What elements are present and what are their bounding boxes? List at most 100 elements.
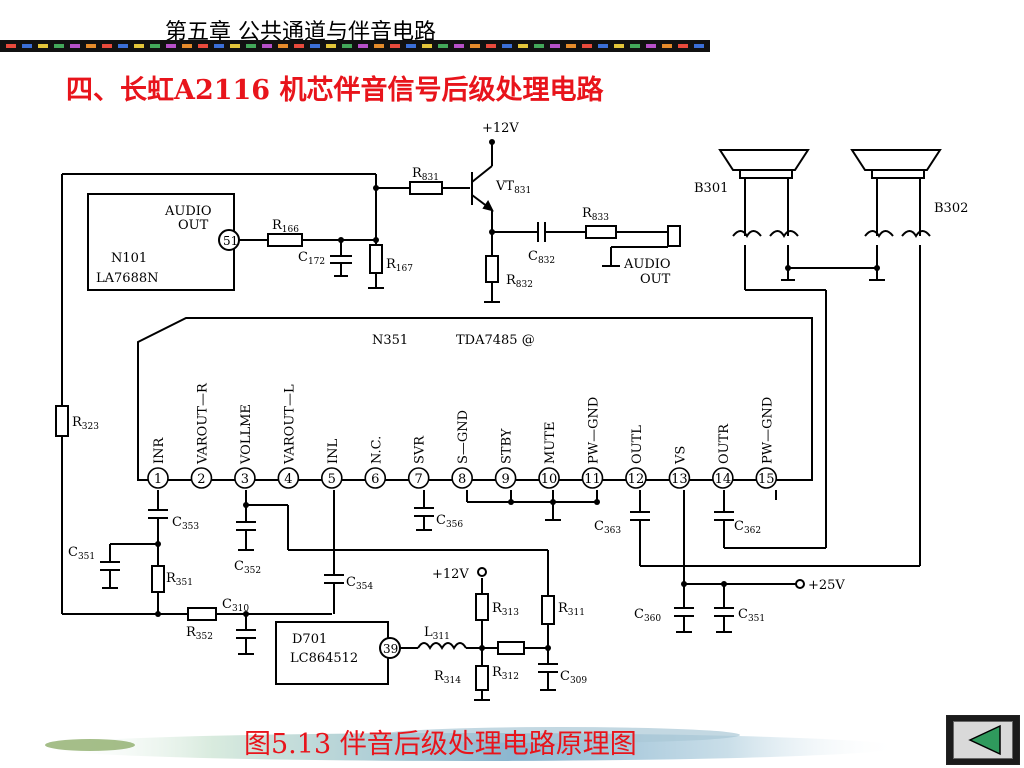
vt831-label: VT831	[495, 179, 531, 196]
component-label-r313: R313	[492, 601, 519, 618]
component-label-c360: C360	[634, 607, 661, 624]
n351-pin-name: OUTR	[717, 423, 732, 464]
n351-pin-2	[190, 467, 213, 489]
n351-pin-name: STBY	[500, 428, 515, 464]
n351-pin-number: 5	[328, 472, 336, 487]
n351-pin-name: VAROUT—L	[282, 384, 297, 465]
component-label-c310: C310	[222, 597, 249, 614]
back-button[interactable]	[946, 715, 1020, 765]
n101-pin-number: 51	[223, 234, 238, 248]
n351-pin-number: 1	[154, 472, 162, 487]
footer-decoration	[40, 727, 900, 761]
supply-right-label: +25V	[808, 578, 845, 593]
component-label-c363: C363	[594, 519, 621, 536]
n351-pin-6	[364, 467, 387, 489]
component-label-c832: C832	[528, 249, 555, 266]
component-label-r832: R832	[506, 273, 533, 290]
component-label-r351: R351	[166, 571, 193, 588]
n351-pin-name: INR	[152, 436, 167, 464]
audio-out-label2: OUT	[640, 272, 671, 287]
n351-pin-7	[407, 467, 430, 489]
n351-pin-number: 12	[628, 472, 645, 487]
n351-pin-number: 11	[584, 472, 601, 487]
n351-pin-number: 6	[371, 472, 379, 487]
n351-pin-name: S—GND	[456, 410, 471, 464]
n351-pin-1	[147, 467, 169, 489]
component-label-c362: C362	[734, 519, 761, 536]
component-label-l311: L311	[424, 625, 450, 642]
n351-pin-12	[625, 467, 647, 489]
component-label-c351a: C351	[68, 545, 95, 562]
component-label-c352: C352	[234, 559, 261, 576]
n351-pin-number: 4	[284, 472, 292, 487]
component-label-r311: R311	[558, 601, 585, 618]
component-label-r831: R831	[412, 166, 439, 183]
n351-pin-4	[277, 467, 300, 489]
n351-pin-name: VS	[673, 446, 688, 465]
n351-pin-name: VOLLME	[239, 404, 254, 465]
component-label-c353: C353	[172, 515, 199, 532]
n351-pin-10	[538, 467, 560, 489]
figure-caption: 图5.13 伴音后级处理电路原理图	[244, 729, 637, 760]
component-label-c309: C309	[560, 669, 587, 686]
n101-label-out: OUT	[178, 218, 209, 233]
d701-pin-number: 39	[383, 642, 398, 656]
n351-pin-name: PW—GND	[587, 397, 602, 464]
n351-pin-number: 2	[197, 472, 205, 487]
component-label-r314: R314	[434, 669, 461, 686]
n351-chip	[137, 317, 813, 481]
n351-pin-name: PW—GND	[760, 397, 775, 464]
component-label-c351b: C351	[738, 607, 765, 624]
page-title: 四、长虹A2116 机芯伴音信号后级处理电路	[66, 75, 604, 106]
n351-pin-3	[234, 467, 256, 489]
n351-pin-name: SVR	[413, 435, 428, 464]
n351-pin-name: MUTE	[543, 422, 558, 464]
component-label-r833: R833	[582, 206, 609, 223]
n351-pin-name: N.C.	[369, 436, 384, 464]
n351-pin-number: 13	[671, 472, 688, 487]
n351-pin-number: 15	[758, 472, 775, 487]
d701-name: D701	[292, 632, 327, 647]
n351-pin-15	[755, 467, 778, 489]
component-label-r312: R312	[492, 665, 519, 682]
n351-pin-number: 10	[541, 472, 558, 487]
component-label-r167: R167	[386, 257, 413, 274]
supply-top-label: +12V	[482, 121, 519, 136]
n351-pin-14	[712, 467, 734, 489]
n351-pin-number: 3	[241, 472, 249, 487]
decorative-bar	[0, 40, 710, 52]
component-label-r323: R323	[72, 415, 99, 432]
component-label-c354: C354	[346, 575, 373, 592]
n351-pin-number: 9	[501, 472, 509, 487]
n351-pin-9	[494, 467, 517, 489]
supply-mid-label: +12V	[432, 567, 469, 582]
speaker-b301-label: B301	[694, 181, 728, 196]
speaker-b301	[718, 149, 810, 236]
speaker-b302-label: B302	[934, 201, 968, 216]
component-label-r166: R166	[272, 218, 299, 235]
n101-part: LA7688N	[96, 271, 158, 286]
n351-pin-8	[451, 467, 473, 489]
n351-pin-name: OUTL	[630, 425, 645, 464]
n351-pin-number: 7	[415, 472, 423, 487]
component-label-r352: R352	[186, 625, 213, 642]
n351-pin-name: VAROUT—R	[195, 382, 210, 465]
n351-name: N351	[372, 333, 408, 348]
component-label-c172: C172	[298, 250, 325, 267]
back-triangle-icon	[968, 724, 1001, 756]
n351-pin-number: 8	[458, 472, 466, 487]
d701-chip	[275, 621, 389, 685]
n351-pin-13	[668, 467, 691, 489]
component-label-c356: C356	[436, 513, 463, 530]
audio-out-label1: AUDIO	[623, 257, 671, 272]
n351-pin-5	[320, 467, 343, 489]
n101-name: N101	[111, 251, 147, 266]
n351-pin-number: 14	[715, 472, 732, 487]
n351-part: TDA7485 @	[456, 333, 535, 348]
n101-label-audio: AUDIO	[164, 204, 212, 219]
n351-pin-name: INL	[326, 438, 341, 464]
d701-part: LC864512	[290, 651, 358, 666]
n351-pin-11	[581, 467, 604, 489]
speaker-b302	[850, 149, 942, 236]
